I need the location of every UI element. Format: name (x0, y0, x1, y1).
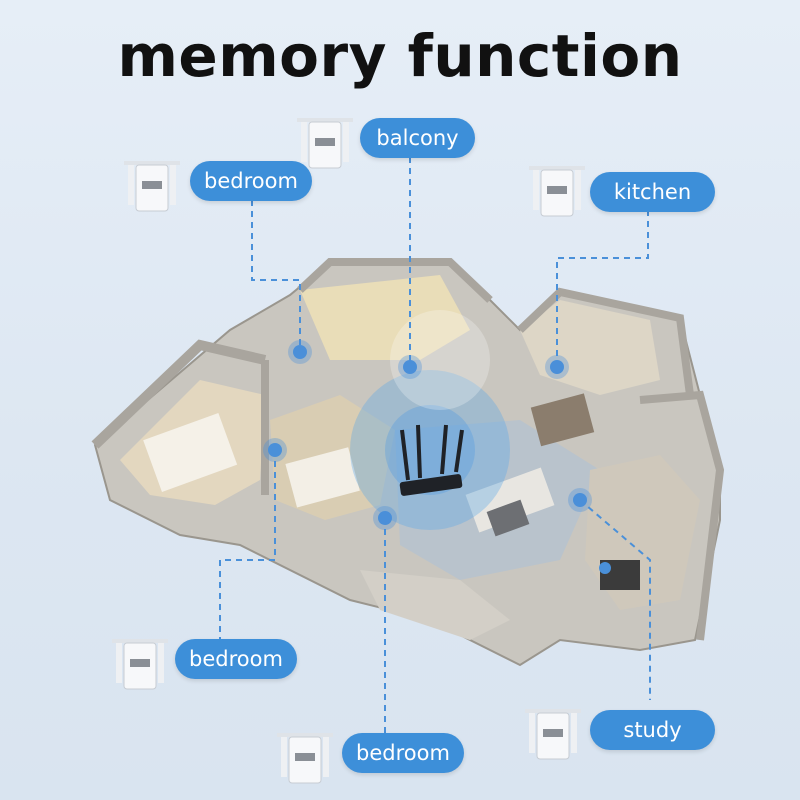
wifi-extender-icon (525, 709, 581, 760)
page-title: memory function (117, 22, 683, 90)
wifi-extender-icon (277, 733, 333, 784)
wifi-extender-icon (124, 161, 180, 212)
location-label-bedroom: bedroom (175, 639, 297, 679)
wifi-extender-icon (529, 166, 585, 217)
location-label-kitchen: kitchen (590, 172, 715, 212)
location-label-bedroom: bedroom (342, 733, 464, 773)
wifi-extender-icon (297, 118, 353, 169)
wifi-extender-icon (112, 639, 168, 690)
location-label-balcony: balcony (360, 118, 475, 158)
location-label-study: study (590, 710, 715, 750)
wifi-router-icon (399, 424, 464, 496)
location-label-bedroom: bedroom (190, 161, 312, 201)
